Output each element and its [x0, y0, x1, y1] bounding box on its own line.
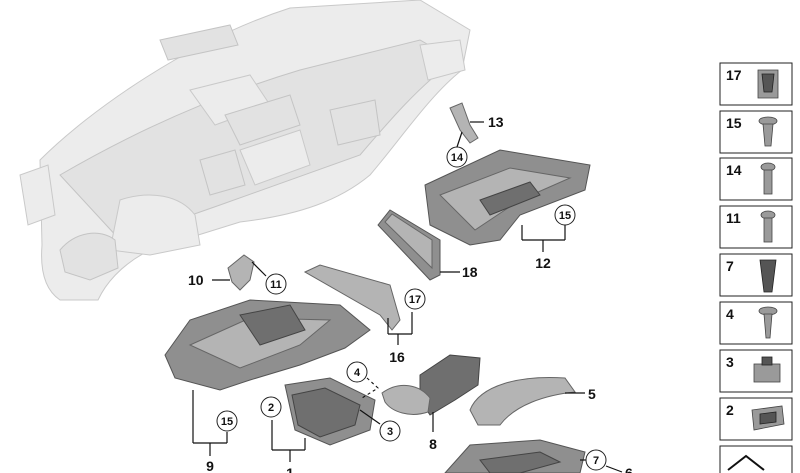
callout-4-circle	[346, 361, 368, 383]
rubber-plug-icon	[759, 259, 777, 293]
callout-1: 1	[286, 465, 294, 473]
torx-screw-icon	[760, 162, 776, 195]
callout-15a-circle	[554, 204, 576, 226]
legend-label-14: 14	[726, 162, 742, 178]
torx-screw-icon	[760, 210, 776, 243]
callout-13: 13	[488, 114, 504, 130]
legend-label-15: 15	[726, 115, 742, 131]
part-1-glovebox	[284, 377, 376, 446]
legend-cell-11	[719, 205, 793, 249]
callout-7-circle	[585, 449, 607, 471]
callout-2-circle	[260, 396, 282, 418]
part-12-trim-panel	[424, 149, 591, 246]
legend-label-17: 17	[726, 67, 742, 83]
callout-15b: 15	[221, 416, 233, 428]
legend-cell-17	[719, 62, 793, 106]
callout-16: 16	[389, 349, 405, 365]
arrow-up-icon	[727, 454, 765, 471]
callout-15a: 15	[559, 210, 571, 222]
clip-nut-icon	[757, 69, 779, 99]
callout-10: 10	[188, 272, 204, 288]
callout-3-circle	[379, 420, 401, 442]
callout-9: 9	[206, 458, 214, 473]
callout-14-circle	[446, 146, 468, 168]
callout-3: 3	[387, 426, 393, 438]
legend-label-2: 2	[726, 402, 734, 418]
callout-5: 5	[588, 386, 596, 402]
legend-cell-7	[719, 253, 793, 297]
part-6-bottom-panel	[444, 439, 586, 473]
callout-12: 12	[535, 255, 551, 271]
expanding-rivet-icon	[758, 116, 778, 147]
spring-nut-icon	[751, 405, 785, 431]
part-18-side-cover	[377, 209, 441, 281]
part-9-lower-panel	[164, 299, 371, 391]
leader-3	[359, 409, 381, 425]
callout-8: 8	[429, 436, 437, 452]
part-16-trim-strip	[303, 264, 401, 331]
callout-11-circle	[265, 273, 287, 295]
legend-cell-more	[719, 445, 793, 473]
callout-7: 7	[593, 455, 599, 467]
leader-14	[456, 131, 463, 148]
leader-11	[251, 261, 267, 277]
tapping-screw-icon	[758, 306, 778, 339]
legend-label-3: 3	[726, 354, 734, 370]
callout-18: 18	[462, 264, 478, 280]
dashboard-illustration	[19, 0, 471, 301]
part-13-bracket	[449, 102, 479, 144]
callout-15b-circle	[216, 410, 238, 432]
legend-label-7: 7	[726, 258, 734, 274]
legend-label-4: 4	[726, 306, 734, 322]
callout-11: 11	[270, 279, 282, 291]
callout-14: 14	[451, 152, 464, 164]
legend-cell-15	[719, 110, 793, 154]
callout-17-circle	[404, 288, 426, 310]
part-8-knee-trim	[381, 354, 481, 416]
legend-cell-14	[719, 157, 793, 201]
leader-4-dashed	[361, 377, 379, 399]
callout-6: 6	[625, 465, 633, 473]
legend-label-11: 11	[726, 210, 741, 226]
legend-cell-4	[719, 301, 793, 345]
callout-4: 4	[354, 367, 361, 379]
fastener-legend: 17 15 14 11 7	[719, 62, 793, 473]
part-10-bracket	[227, 254, 255, 291]
leader-6	[605, 465, 623, 473]
callout-2: 2	[268, 402, 274, 414]
part-5-column-cover	[469, 377, 576, 426]
callout-17: 17	[409, 294, 421, 306]
cage-nut-icon	[753, 356, 781, 383]
